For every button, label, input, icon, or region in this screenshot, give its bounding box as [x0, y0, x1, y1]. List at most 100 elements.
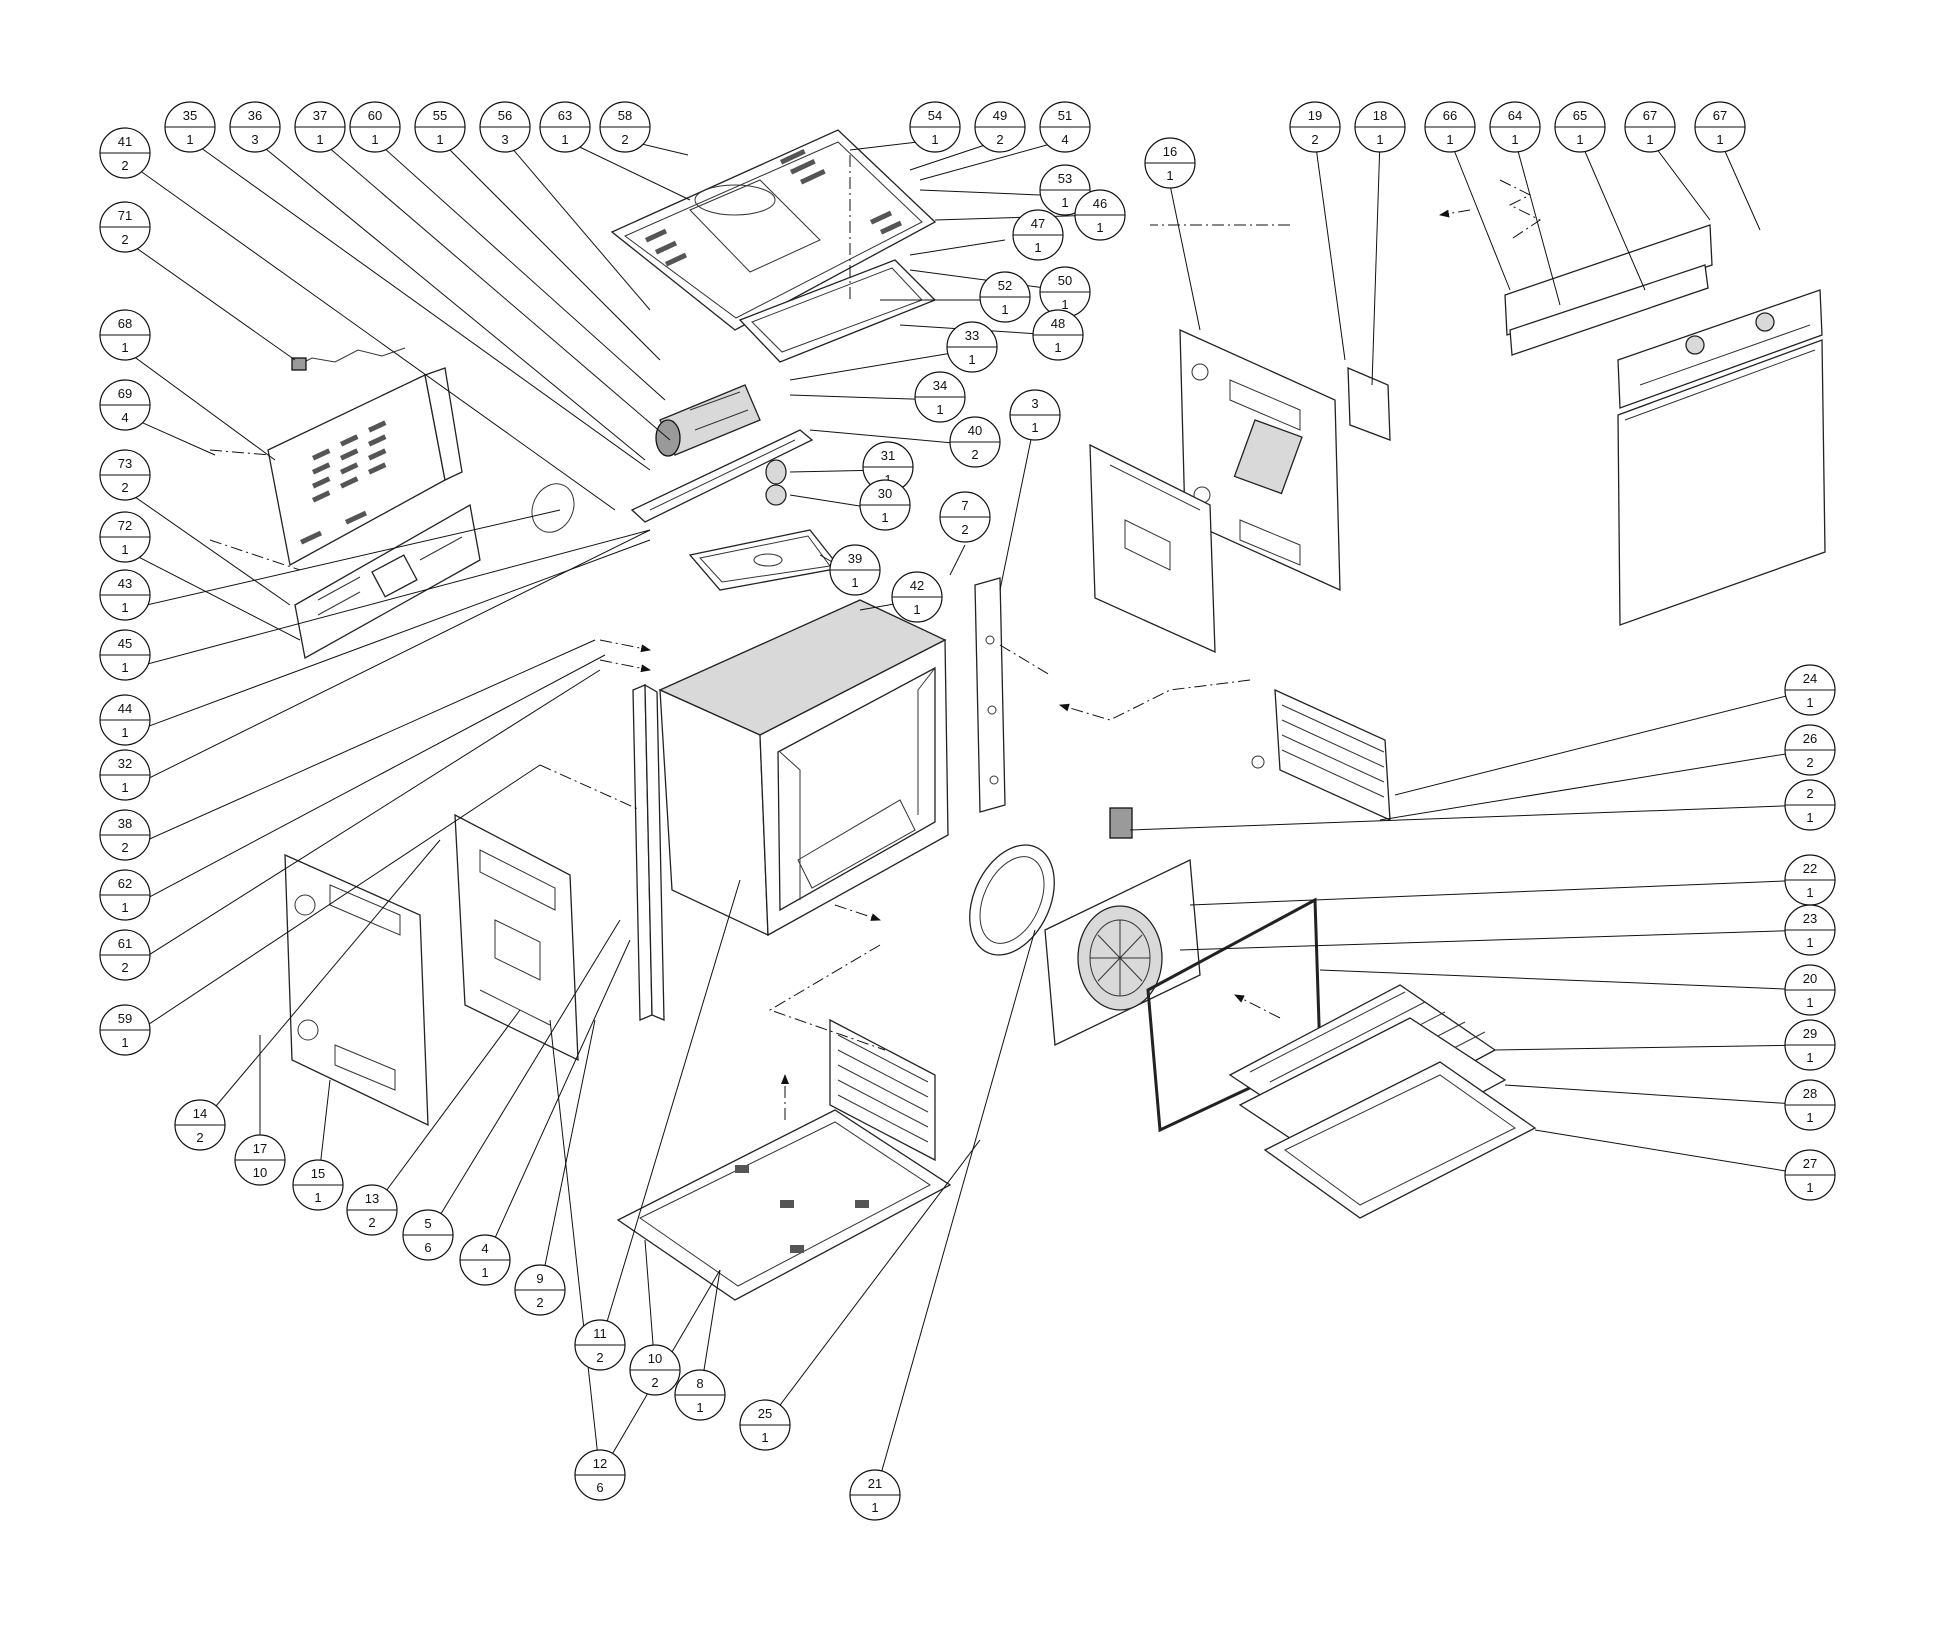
part-balloon-11: 112	[574, 1319, 626, 1371]
balloon-quantity: 1	[881, 510, 888, 525]
part-balloon-72: 72 1	[99, 511, 151, 563]
balloon-quantity: 1	[1646, 132, 1653, 147]
balloon-quantity: 3	[251, 132, 258, 147]
part-balloon-54: 541	[909, 101, 961, 153]
balloon-quantity: 1	[314, 1190, 321, 1205]
balloon-part-number: 63	[558, 108, 572, 123]
part-balloon-45: 451	[99, 629, 151, 681]
balloon-quantity: 1	[968, 352, 975, 367]
balloon-quantity: 10	[253, 1165, 267, 1180]
balloon-quantity: 1	[121, 780, 128, 795]
fan-impeller	[765, 459, 787, 506]
balloon-part-number: 9	[536, 1271, 543, 1286]
balloon-quantity: 1	[1806, 810, 1813, 825]
balloon-part-number: 23	[1803, 911, 1817, 926]
right-control-bracket	[1347, 367, 1391, 441]
balloon-quantity: 1	[1576, 132, 1583, 147]
balloon-quantity: 2	[961, 522, 968, 537]
bottom-shelf-support	[829, 1018, 936, 1162]
part-balloon-32: 32 1	[99, 749, 151, 801]
balloon-part-number: 38	[118, 816, 132, 831]
part-balloon-4: 41	[459, 1234, 511, 1286]
balloon-part-number: 27	[1803, 1156, 1817, 1171]
part-balloon-66: 661	[1424, 101, 1476, 153]
part-balloon-2: 21	[1784, 779, 1836, 831]
part-balloon-60: 60 1	[349, 101, 401, 153]
part-balloon-44: 441	[99, 694, 151, 746]
part-balloon-69: 694	[99, 379, 151, 431]
balloon-quantity: 1	[121, 542, 128, 557]
balloon-quantity: 1	[761, 1430, 768, 1445]
part-balloon-28: 281	[1784, 1079, 1836, 1131]
part-balloon-23: 23 1	[1784, 904, 1836, 956]
balloon-quantity: 2	[1806, 755, 1813, 770]
part-balloon-19: 19 2	[1289, 101, 1341, 153]
balloon-part-number: 2	[1806, 786, 1813, 801]
balloon-part-number: 32	[118, 756, 132, 771]
balloon-part-number: 56	[498, 108, 512, 123]
balloon-part-number: 19	[1308, 108, 1322, 123]
rear-fan-cover	[1044, 859, 1201, 1046]
part-balloon-71: 712	[99, 201, 151, 253]
part-balloon-64: 641	[1489, 101, 1541, 153]
right-shelf-rack	[1251, 688, 1391, 822]
balloon-quantity: 2	[1311, 132, 1318, 147]
part-balloon-56: 56 3	[479, 101, 531, 153]
balloon-part-number: 69	[118, 386, 132, 401]
balloon-part-number: 51	[1058, 108, 1072, 123]
part-balloon-26: 262	[1784, 724, 1836, 776]
balloon-part-number: 25	[758, 1406, 772, 1421]
balloon-quantity: 1	[1061, 297, 1068, 312]
part-balloon-29: 291	[1784, 1019, 1836, 1071]
balloon-quantity: 1	[1806, 935, 1813, 950]
balloon-part-number: 65	[1573, 108, 1587, 123]
balloon-quantity: 1	[1806, 1110, 1813, 1125]
part-balloon-67: 671	[1694, 101, 1746, 153]
part-balloon-67: 67 1	[1624, 101, 1676, 153]
part-balloon-21: 211	[849, 1469, 901, 1521]
balloon-quantity: 1	[1031, 420, 1038, 435]
part-balloon-24: 241	[1784, 664, 1836, 716]
part-balloon-46: 461	[1074, 189, 1126, 241]
balloon-quantity: 1	[851, 575, 858, 590]
balloon-quantity: 1	[436, 132, 443, 147]
left-insulation-panel	[454, 813, 579, 1062]
balloon-quantity: 3	[501, 132, 508, 147]
balloon-part-number: 67	[1643, 108, 1657, 123]
balloon-quantity: 1	[371, 132, 378, 147]
balloon-quantity: 1	[1511, 132, 1518, 147]
right-insulation-panel	[1089, 443, 1216, 654]
balloon-quantity: 2	[996, 132, 1003, 147]
part-balloon-27: 271	[1784, 1149, 1836, 1201]
balloon-part-number: 68	[118, 316, 132, 331]
balloon-part-number: 72	[118, 518, 132, 533]
oven-door	[1617, 339, 1826, 626]
balloon-part-number: 40	[968, 423, 982, 438]
balloon-part-number: 18	[1373, 108, 1387, 123]
balloon-part-number: 66	[1443, 108, 1457, 123]
part-balloon-39: 391	[829, 544, 881, 596]
balloon-part-number: 71	[118, 208, 132, 223]
balloon-quantity: 2	[971, 447, 978, 462]
part-balloon-61: 612	[99, 929, 151, 981]
part-balloon-12: 126	[574, 1449, 626, 1501]
balloon-quantity: 1	[1001, 302, 1008, 317]
balloon-quantity: 4	[1061, 132, 1068, 147]
control-panel-fascia	[1617, 289, 1823, 409]
balloon-part-number: 24	[1803, 671, 1817, 686]
part-balloon-3: 31	[1009, 389, 1061, 441]
balloon-part-number: 41	[118, 134, 132, 149]
bottom-panel	[616, 1109, 952, 1301]
balloon-quantity: 1	[1034, 240, 1041, 255]
lamp-housing	[1109, 807, 1133, 839]
balloon-quantity: 1	[121, 900, 128, 915]
balloon-part-number: 46	[1093, 196, 1107, 211]
balloon-quantity: 1	[481, 1265, 488, 1280]
balloon-part-number: 8	[696, 1376, 703, 1391]
thermostat-cable	[291, 347, 406, 371]
part-balloon-48: 481	[1032, 309, 1084, 361]
balloon-part-number: 60	[368, 108, 382, 123]
part-balloon-16: 161	[1144, 137, 1196, 189]
